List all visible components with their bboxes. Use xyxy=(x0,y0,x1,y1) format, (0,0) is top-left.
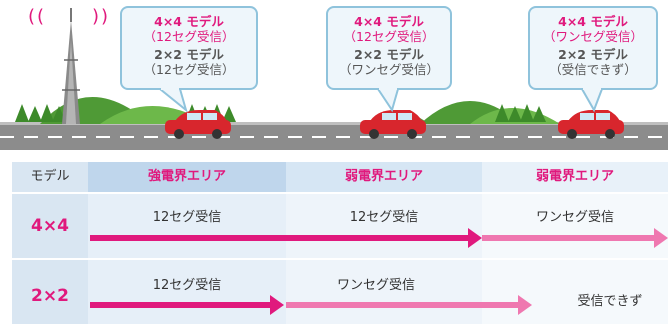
bubble-model-a: 4×4 モデル xyxy=(354,14,424,29)
header-model-cell: モデル xyxy=(12,162,88,192)
bubble-model-b: 2×2 モデル xyxy=(354,47,424,62)
row-divider xyxy=(12,258,668,260)
cell-reception: ワンセグ受信 xyxy=(535,210,614,225)
arrow-head-icon xyxy=(518,295,532,315)
cell-reception: ワンセグ受信 xyxy=(336,278,415,293)
coverage-illustration: (( )) 4×4 モデル （12セグ受信） 2×2 モデル （12セグ受信） … xyxy=(0,0,668,150)
reception-comparison-table: モデル 強電界エリア 弱電界エリア 弱電界エリア 4×4 12セグ受信 12セグ… xyxy=(12,162,668,324)
signal-wave-left-icon: (( xyxy=(28,6,47,27)
landscape-svg xyxy=(0,8,668,150)
bubble-tails xyxy=(157,86,604,113)
bubble-model-a: 4×4 モデル xyxy=(558,14,628,29)
row-model-label: 2×2 xyxy=(31,286,69,306)
broadcast-tower-icon xyxy=(62,8,80,124)
arrow-head-icon xyxy=(654,228,668,248)
header-model: モデル xyxy=(30,169,70,184)
cell-reception: 12セグ受信 xyxy=(349,210,419,225)
bubble-model-a-status: （12セグ受信） xyxy=(143,29,235,44)
road-edge xyxy=(0,122,668,125)
car-icon xyxy=(165,110,231,139)
header-zone-weak: 弱電界エリア xyxy=(286,162,482,192)
signal-wave-right-icon: )) xyxy=(92,6,111,27)
row-model-label: 4×4 xyxy=(31,216,69,236)
header-zone-strong: 強電界エリア xyxy=(88,162,286,192)
cell-reception: 12セグ受信 xyxy=(152,278,222,293)
bubble-model-b-status: （受信できず） xyxy=(549,62,637,77)
header-zone-label: 弱電界エリア xyxy=(535,169,614,184)
bubble-model-a: 4×4 モデル xyxy=(154,14,224,29)
header-zone-weak: 弱電界エリア xyxy=(482,162,668,192)
arrow-head-icon xyxy=(468,228,482,248)
reception-arrow xyxy=(482,235,656,241)
header-zone-label: 強電界エリア xyxy=(147,169,226,184)
bubble-model-b-status: （12セグ受信） xyxy=(143,62,235,77)
reception-bubble: 4×4 モデル （12セグ受信） 2×2 モデル （12セグ受信） xyxy=(120,6,258,90)
bubble-model-a-status: （12セグ受信） xyxy=(343,29,435,44)
bubble-model-b-status: （ワンセグ受信） xyxy=(338,62,439,77)
reception-arrow xyxy=(90,302,272,308)
reception-bubble: 4×4 モデル （ワンセグ受信） 2×2 モデル （受信できず） xyxy=(528,6,658,90)
car-icon xyxy=(558,110,624,139)
reception-arrow xyxy=(286,302,520,308)
reception-arrows xyxy=(90,228,668,315)
car-icon xyxy=(360,110,426,139)
bubble-model-b: 2×2 モデル xyxy=(558,47,628,62)
reception-arrow xyxy=(90,235,470,241)
cell-reception: 受信できず xyxy=(577,294,643,309)
bubble-model-b: 2×2 モデル xyxy=(154,47,224,62)
bubble-model-a-status: （ワンセグ受信） xyxy=(542,29,643,44)
header-zone-label: 弱電界エリア xyxy=(344,169,423,184)
reception-bubble: 4×4 モデル （12セグ受信） 2×2 モデル （ワンセグ受信） xyxy=(326,6,452,90)
arrow-head-icon xyxy=(270,295,284,315)
cell-reception: 12セグ受信 xyxy=(152,210,222,225)
